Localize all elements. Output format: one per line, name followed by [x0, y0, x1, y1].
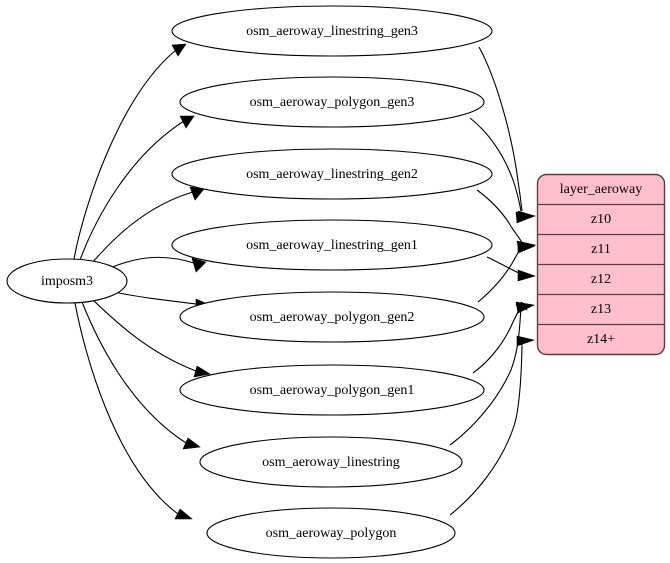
- node-ellipse[interactable]: [171, 148, 493, 200]
- node-label: osm_aeroway_polygon_gen2: [250, 310, 415, 325]
- node-imposm3-label: imposm3: [41, 274, 93, 289]
- node-ellipse[interactable]: [171, 5, 493, 57]
- node-osm-aeroway-linestring-gen2[interactable]: osm_aeroway_linestring_gen2: [171, 148, 493, 200]
- node-ellipse[interactable]: [171, 219, 493, 271]
- node-imposm3[interactable]: imposm3: [6, 258, 128, 304]
- table-row-z10-label[interactable]: z10: [591, 212, 611, 227]
- edges-to-table: [449, 46, 536, 516]
- node-osm-aeroway-linestring-gen3[interactable]: osm_aeroway_linestring_gen3: [171, 5, 493, 57]
- table-title-label: layer_aeroway: [560, 182, 642, 197]
- edge-imposm3-to-linestring-gen3: [73, 49, 177, 260]
- edge-imposm3-to-linestring-gen2: [91, 191, 194, 264]
- table-row-z13-label[interactable]: z13: [591, 302, 611, 317]
- arrowhead-polygon-gen1: [193, 365, 211, 378]
- edge-imposm3-to-polygon-gen2: [113, 291, 197, 305]
- arrowhead-linestring-gen1: [191, 257, 207, 273]
- node-label: osm_aeroway_linestring: [262, 455, 400, 470]
- node-osm-aeroway-polygon-gen2[interactable]: osm_aeroway_polygon_gen2: [179, 291, 485, 343]
- arrowhead-z11-b: [516, 240, 536, 253]
- node-osm-aeroway-linestring[interactable]: osm_aeroway_linestring: [199, 436, 463, 488]
- node-osm-aeroway-polygon-gen3[interactable]: osm_aeroway_polygon_gen3: [179, 76, 485, 128]
- node-label: osm_aeroway_polygon: [266, 526, 397, 541]
- edge-linestring-to-z13: [449, 305, 522, 446]
- node-ellipse[interactable]: [179, 364, 485, 416]
- node-label: osm_aeroway_linestring_gen3: [246, 24, 418, 39]
- arrowhead-z10-b: [515, 211, 535, 224]
- arrowhead-z13-b: [515, 301, 528, 311]
- edge-imposm3-to-linestring: [81, 301, 187, 444]
- table-row-z12-label[interactable]: z12: [591, 272, 611, 287]
- edge-linestring-gen2-to-z11: [476, 189, 524, 245]
- table-row-z11-label[interactable]: z11: [591, 242, 611, 257]
- node-imposm3-ellipse[interactable]: [6, 258, 128, 304]
- edge-polygon-gen2-to-z11: [477, 244, 523, 303]
- node-ellipse[interactable]: [179, 76, 485, 128]
- node-osm-aeroway-linestring-gen1[interactable]: osm_aeroway_linestring_gen1: [171, 219, 493, 271]
- edge-imposm3-to-polygon-gen3: [79, 120, 185, 261]
- edge-imposm3-to-polygon: [74, 302, 179, 515]
- edge-imposm3-to-polygon-gen1: [92, 299, 197, 372]
- node-ellipse[interactable]: [206, 507, 456, 559]
- node-ellipse[interactable]: [199, 436, 463, 488]
- node-osm-aeroway-polygon-gen1[interactable]: osm_aeroway_polygon_gen1: [179, 364, 485, 416]
- node-label: osm_aeroway_polygon_gen3: [250, 95, 415, 110]
- node-label: osm_aeroway_linestring_gen1: [246, 238, 418, 253]
- arrowhead-z14: [516, 335, 536, 347]
- table-row-z14-label[interactable]: z14+: [587, 332, 615, 347]
- node-label: osm_aeroway_linestring_gen2: [246, 167, 418, 182]
- node-layer-aeroway-table[interactable]: layer_aeroway z10 z11 z12 z13 z14+: [536, 173, 666, 356]
- arrowhead-polygon: [174, 508, 193, 520]
- edge-polygon-gen3-to-z10: [469, 117, 522, 212]
- arrowhead-linestring-gen3: [171, 43, 187, 57]
- node-ellipse[interactable]: [179, 291, 485, 343]
- arrowhead-polygon-gen3: [179, 115, 195, 129]
- arrowhead-linestring: [182, 437, 201, 450]
- arrowhead-z12: [517, 269, 536, 282]
- edge-linestring-gen1-to-z12: [486, 256, 522, 275]
- edge-polygon-to-z14: [449, 337, 523, 516]
- edge-linestring-gen3-to-z10: [478, 46, 523, 212]
- node-osm-aeroway-polygon[interactable]: osm_aeroway_polygon: [206, 507, 456, 559]
- node-label: osm_aeroway_polygon_gen1: [250, 383, 415, 398]
- edge-imposm3-to-linestring-gen1: [109, 256, 195, 269]
